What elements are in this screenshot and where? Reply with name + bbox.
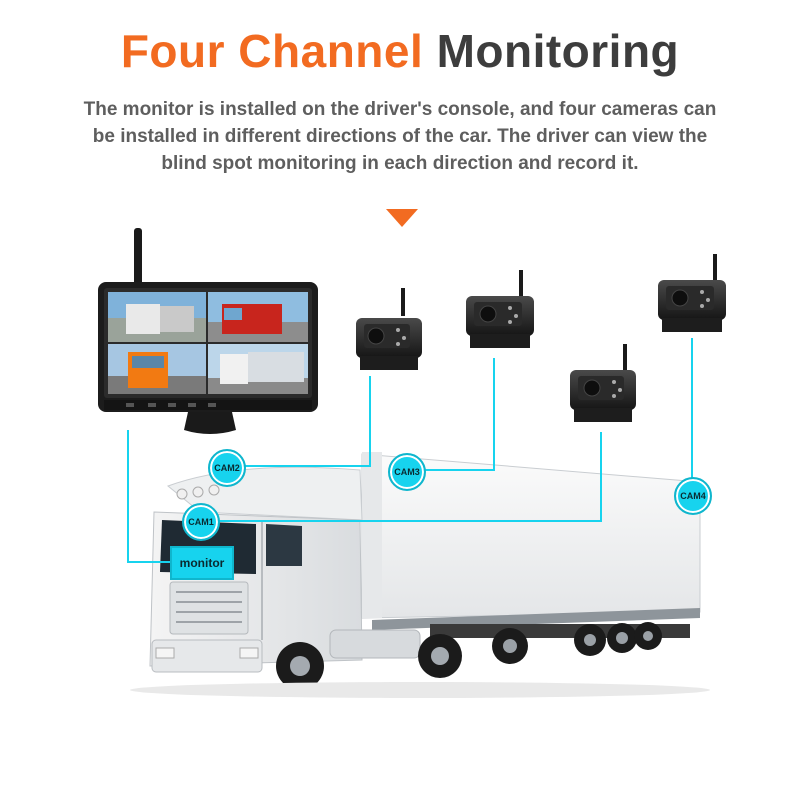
connector-lines xyxy=(127,338,693,563)
connector-monitor xyxy=(127,430,172,563)
monitor-device xyxy=(98,228,318,434)
down-arrow-icon xyxy=(386,209,418,227)
camera-2 xyxy=(356,288,422,370)
monitor-screen xyxy=(108,292,308,394)
cam2-badge: CAM2 xyxy=(208,449,246,487)
antenna-icon xyxy=(134,228,142,288)
description-text: The monitor is installed on the driver's… xyxy=(83,99,717,174)
title-rest: Monitoring xyxy=(436,25,680,77)
connector-cam2 xyxy=(245,376,371,467)
page-title: Four Channel Monitoring xyxy=(0,24,800,78)
connector-cam1 xyxy=(218,432,602,522)
camera-4 xyxy=(658,254,726,332)
cam3-badge: CAM3 xyxy=(388,453,426,491)
camera-3 xyxy=(466,270,534,348)
cam1-badge: CAM1 xyxy=(182,503,220,541)
cam4-badge: CAM4 xyxy=(674,477,712,515)
connector-cam3 xyxy=(425,358,495,471)
title-accent: Four Channel xyxy=(120,25,424,77)
monitor-label: monitor xyxy=(170,546,234,580)
camera-1 xyxy=(570,344,636,422)
